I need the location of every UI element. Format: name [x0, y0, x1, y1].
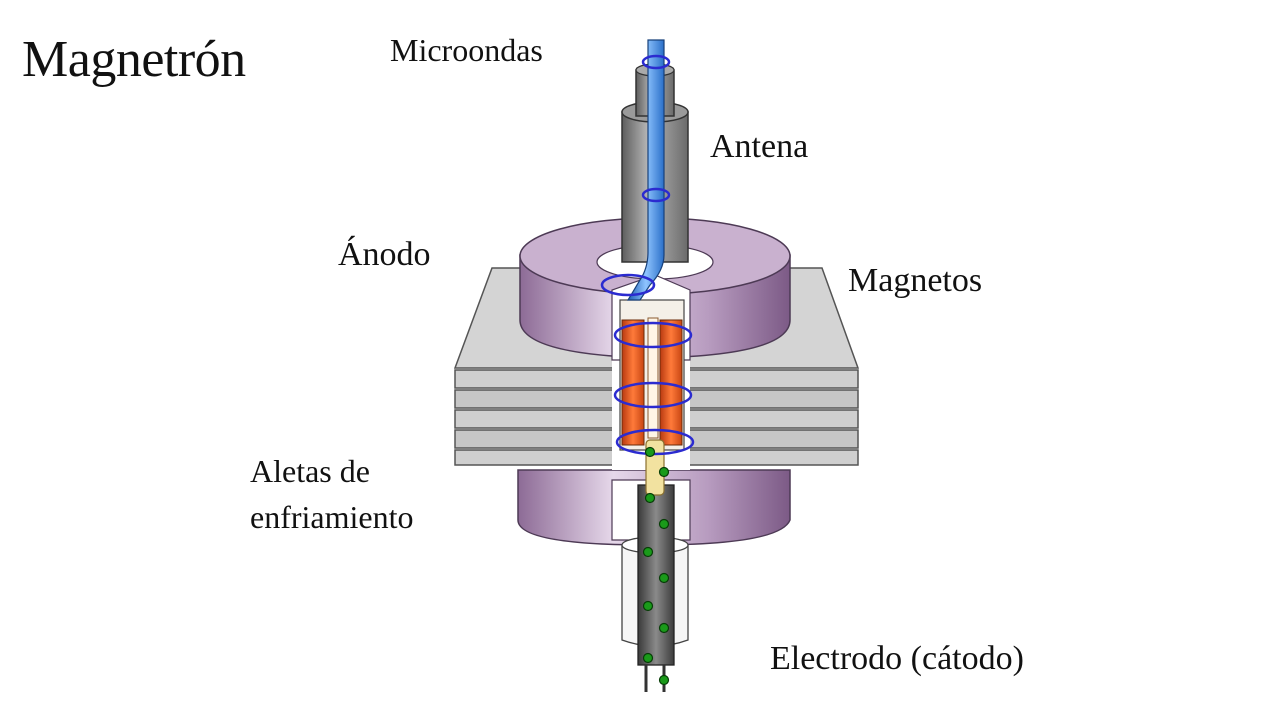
- label-microwaves: Microondas: [390, 32, 543, 68]
- label-anode: Ánodo: [338, 236, 431, 273]
- electron: [642, 600, 654, 612]
- electron: [644, 446, 656, 458]
- label-cooling-fins-line1: Aletas de: [250, 453, 370, 489]
- label-electrode: Electrodo (cátodo): [770, 640, 1024, 677]
- antenna-tube: [621, 39, 689, 301]
- electron: [658, 674, 670, 686]
- label-antenna: Antena: [710, 128, 809, 165]
- electron: [642, 652, 654, 664]
- electron: [658, 466, 670, 478]
- electron: [642, 546, 654, 558]
- microwave-field-rings: [600, 54, 695, 456]
- label-cooling-fins-line2: enfriamiento: [250, 499, 414, 535]
- label-magnets: Magnetos: [848, 262, 983, 299]
- electron: [644, 492, 656, 504]
- electron: [658, 622, 670, 634]
- label-cooling-fins: Aletas de enfriamiento: [250, 448, 470, 540]
- electrons: [642, 446, 670, 686]
- electron: [658, 518, 670, 530]
- electron: [658, 572, 670, 584]
- page-title: Magnetrón: [22, 31, 246, 88]
